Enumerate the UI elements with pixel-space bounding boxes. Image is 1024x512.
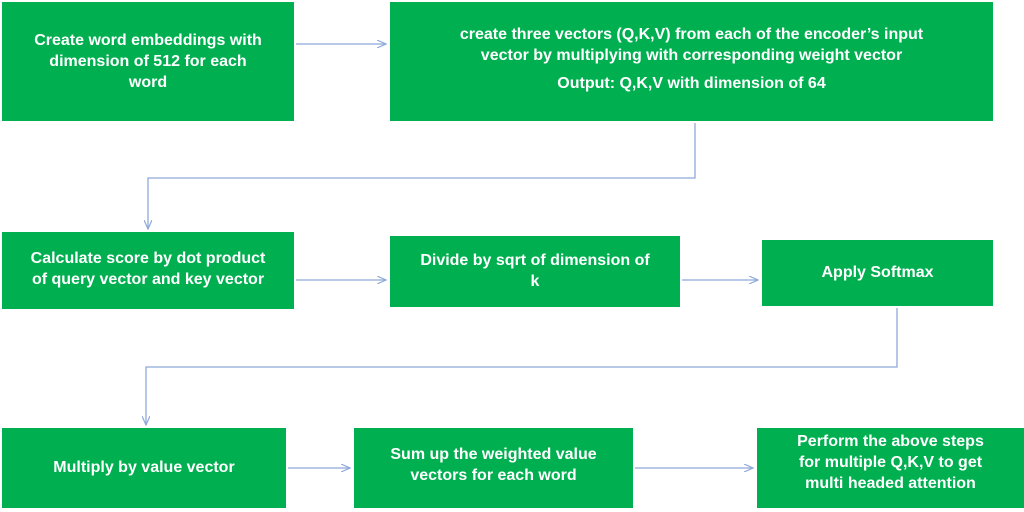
step-7-line-2: vectors for each word — [410, 467, 577, 484]
step-3-box: Calculate score by dot product of query … — [2, 232, 294, 309]
step-1-box: Create word embeddings with dimension of… — [2, 2, 294, 121]
step-5-line-1: Apply Softmax — [821, 264, 934, 281]
step-2-line-1: create three vectors (Q,K,V) from each o… — [459, 26, 924, 43]
step-2-line-2: vector by multiplying with corresponding… — [480, 47, 903, 64]
step-8-box: Perform the above steps for multiple Q,K… — [757, 428, 1024, 508]
connector-2-3 — [148, 123, 696, 229]
step-4-line-2: k — [530, 273, 540, 290]
step-1-line-1: Create word embeddings with — [34, 32, 262, 49]
step-7-line-1: Sum up the weighted value — [390, 446, 597, 463]
step-8-line-1: Perform the above steps — [797, 433, 984, 450]
step-6-line-1: Multiply by value vector — [53, 459, 235, 476]
step-7-box: Sum up the weighted value vectors for ea… — [354, 428, 633, 508]
step-1-line-2: dimension of 512 for each — [49, 53, 247, 70]
connector-5-6 — [146, 308, 898, 425]
step-8-line-2: for multiple Q,K,V to get — [798, 454, 983, 471]
step-8-line-3: multi headed attention — [805, 475, 976, 492]
step-2-output: Output: Q,K,V with dimension of 64 — [557, 75, 826, 92]
step-2-box: create three vectors (Q,K,V) from each o… — [390, 2, 993, 121]
step-6-box: Multiply by value vector — [2, 428, 286, 508]
step-3-line-2: of query vector and key vector — [31, 271, 265, 288]
step-5-box: Apply Softmax — [762, 240, 993, 306]
step-4-line-1: Divide by sqrt of dimension of — [420, 252, 650, 269]
step-4-box: Divide by sqrt of dimension of k — [390, 236, 680, 307]
step-3-line-1: Calculate score by dot product — [30, 250, 266, 267]
step-1-line-3: word — [128, 74, 168, 91]
